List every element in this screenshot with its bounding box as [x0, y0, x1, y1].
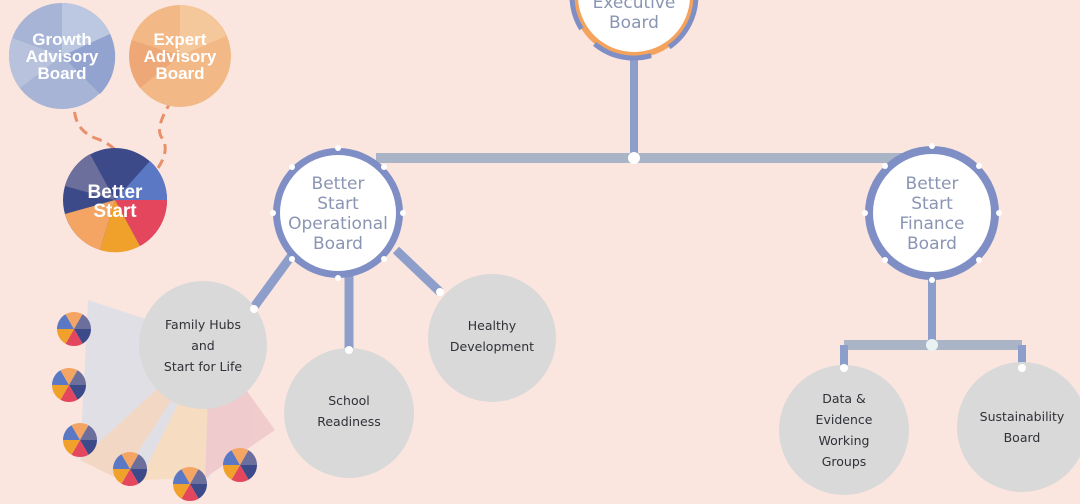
mini-pie-icon: [63, 423, 97, 457]
family-hubs-node[interactable]: [139, 281, 267, 409]
operational-board-node[interactable]: [270, 145, 406, 281]
advisory-link-expert: [156, 99, 174, 169]
connector-to-healthy-development: [392, 246, 444, 296]
finance-board-node[interactable]: [862, 143, 1002, 283]
mini-pie-icon: [173, 467, 207, 502]
sustainability-node[interactable]: [957, 362, 1080, 492]
school-readiness-node[interactable]: [284, 348, 414, 478]
expert-advisory-logo: [129, 5, 231, 107]
junction-dot: [628, 152, 640, 164]
junction-dot: [926, 339, 938, 351]
executive-board-node[interactable]: [569, 0, 699, 61]
mini-pie-icons: [52, 312, 257, 502]
data-evidence-node[interactable]: [779, 365, 909, 495]
mini-pie-icon: [57, 312, 91, 347]
mini-pie-icon: [223, 448, 257, 482]
mini-pie-icon: [113, 452, 147, 486]
connector-to-family-hubs: [250, 252, 296, 310]
growth-advisory-logo: [8, 3, 116, 109]
better-start-logo: [63, 148, 168, 253]
mini-pie-icon: [52, 368, 86, 403]
healthy-development-node[interactable]: [428, 274, 556, 402]
advisory-link-growth: [72, 95, 124, 163]
working-group-nodes: [139, 274, 1080, 495]
